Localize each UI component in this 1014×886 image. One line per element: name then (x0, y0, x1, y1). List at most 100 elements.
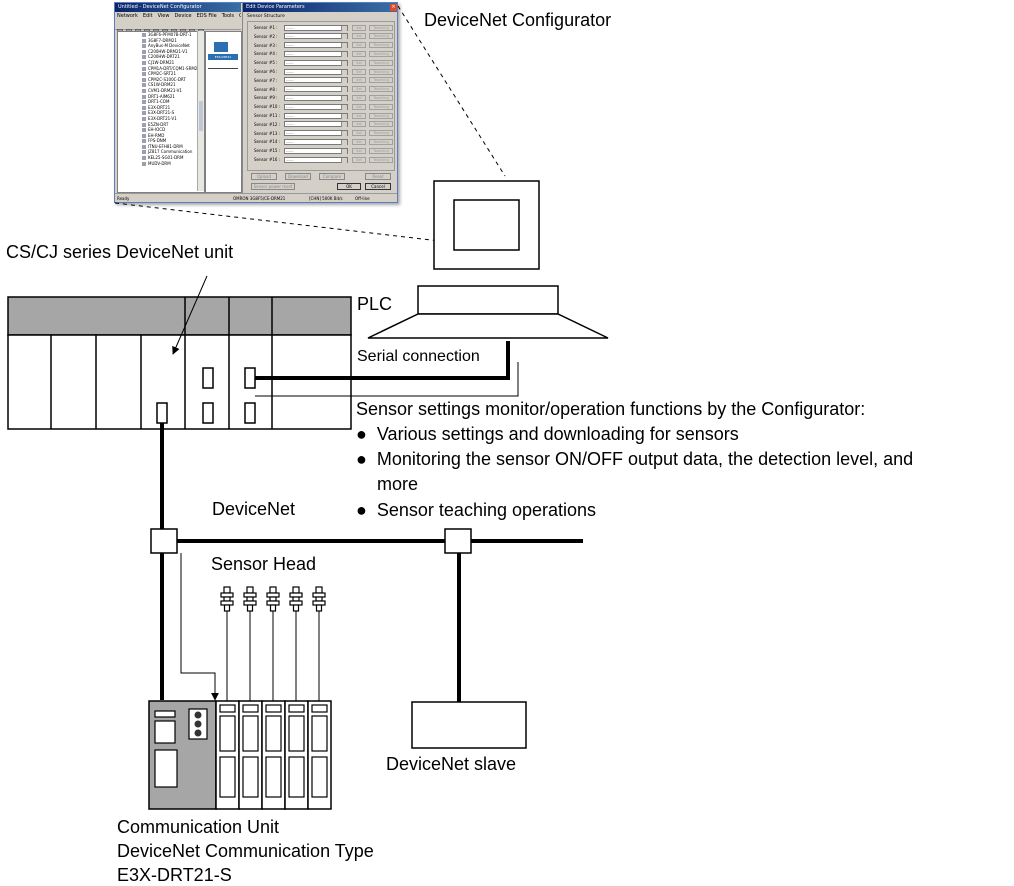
teaching-button: Teaching (369, 42, 393, 49)
reset-button: Reset (365, 173, 391, 180)
set-button: Set (352, 147, 366, 154)
configurator-screenshot: Untitled - DeviceNet Configurator Networ… (114, 2, 398, 203)
sensor-row-label: Sensor #15 : (254, 148, 281, 154)
teaching-button: Teaching (369, 24, 393, 31)
tree-item: C200HW-DRM21-V1 (118, 49, 204, 55)
plc-label: PLC (357, 294, 393, 314)
menu-item: Network (117, 13, 138, 19)
amplifier-panel-upper (265, 715, 282, 752)
teaching-button: Teaching (369, 121, 393, 128)
tree-item: 3G8F6-PFM07B-DRT-1 (118, 32, 204, 38)
status-ready: Ready (117, 196, 130, 201)
sensor-type-select: ------ (284, 156, 348, 163)
bullet-icon: ● (356, 424, 367, 444)
amplifier-panel-lower (311, 756, 328, 798)
devicenet-unit-port (156, 402, 168, 424)
status-speed: [CHN] 500K Bit/s (309, 196, 343, 201)
status-device: OMRON 3G8F5/CE-DRM21 (233, 196, 286, 201)
plc-serial-port (244, 367, 256, 389)
devicenet-unit-label: CS/CJ series DeviceNet unit (6, 242, 234, 262)
teaching-button: Teaching (369, 68, 393, 75)
menu-item: Edit (142, 13, 153, 19)
sensor-tip (292, 586, 300, 594)
tree-item: CPM2C-SRT21 (118, 71, 204, 77)
tree-item: E3X-DRT21-V1 (118, 116, 204, 122)
communication-unit (148, 700, 217, 810)
amplifier-unit (238, 700, 263, 810)
t-branch-tap (444, 528, 472, 554)
computer (367, 180, 609, 339)
tree-item: E5ZN-DRT (118, 122, 204, 128)
amplifier-unit (215, 700, 240, 810)
teaching-button: Teaching (369, 50, 393, 57)
set-button: Set (352, 156, 366, 163)
bullet-icon: ● (356, 500, 367, 520)
plc-port (202, 402, 214, 424)
set-button: Set (352, 42, 366, 49)
plc-top-band (7, 296, 352, 336)
sensor-row-label: Sensor #14 : (254, 139, 281, 145)
tree-item: C200HW-DRT21 (118, 54, 204, 60)
set-button: Set (352, 138, 366, 145)
function-text-continued: more (377, 474, 419, 494)
tree-item: E3X-DRT21-S (118, 110, 204, 116)
main-window-title: Untitled - DeviceNet Configurator (115, 3, 241, 12)
sensor-type-select: ------ (284, 68, 348, 75)
sensor-base (315, 604, 323, 612)
amplifier-panel-lower (219, 756, 236, 798)
t-branch-tap (150, 528, 178, 554)
teaching-button: Teaching (369, 94, 393, 101)
computer-base (417, 285, 559, 315)
close-icon: × (390, 4, 397, 11)
teaching-button: Teaching (369, 147, 393, 154)
comm-unit-label-line1: Communication Unit (117, 817, 280, 837)
sensor-type-select: ------ (284, 24, 348, 31)
compare-button: Compare (319, 173, 345, 180)
tree-item: ITNU-EFH81-DRM (118, 144, 204, 150)
serial-connection-label: Serial connection (357, 348, 480, 365)
node-label: E3X-DRT21 (208, 54, 238, 60)
sensor-row-label: Sensor #4 : (254, 51, 278, 57)
download-button: Download (285, 173, 311, 180)
tree-item: CJ1W-DRM21 (118, 60, 204, 66)
amplifier-panel-lower (288, 756, 305, 798)
amplifier-indicator (219, 704, 236, 713)
sensor-type-select: ------ (284, 59, 348, 66)
set-button: Set (352, 121, 366, 128)
comm-unit-label-line3: E3X-DRT21-S (117, 865, 232, 885)
amplifier-panel-lower (242, 756, 259, 798)
plc-body (7, 334, 352, 430)
sensor-head (220, 586, 234, 701)
tree-item: DRT1-AIM621 (118, 94, 204, 100)
tree-item: EH-IOCD (118, 127, 204, 133)
sensor-heads (220, 586, 326, 701)
amplifier-panel-upper (288, 715, 305, 752)
plc-port (244, 402, 256, 424)
network-line (208, 68, 238, 69)
function-text: Various settings and downloading for sen… (376, 424, 739, 444)
comm-unit-label-line2: DeviceNet Communication Type (117, 841, 374, 861)
amplifier-indicator (242, 704, 259, 713)
plc-port (202, 367, 214, 389)
set-button: Set (352, 112, 366, 119)
amplifier-units (215, 700, 332, 810)
amplifier-panel-upper (219, 715, 236, 752)
monitor-screen (453, 199, 520, 251)
function-text: Sensor teaching operations (376, 500, 597, 520)
